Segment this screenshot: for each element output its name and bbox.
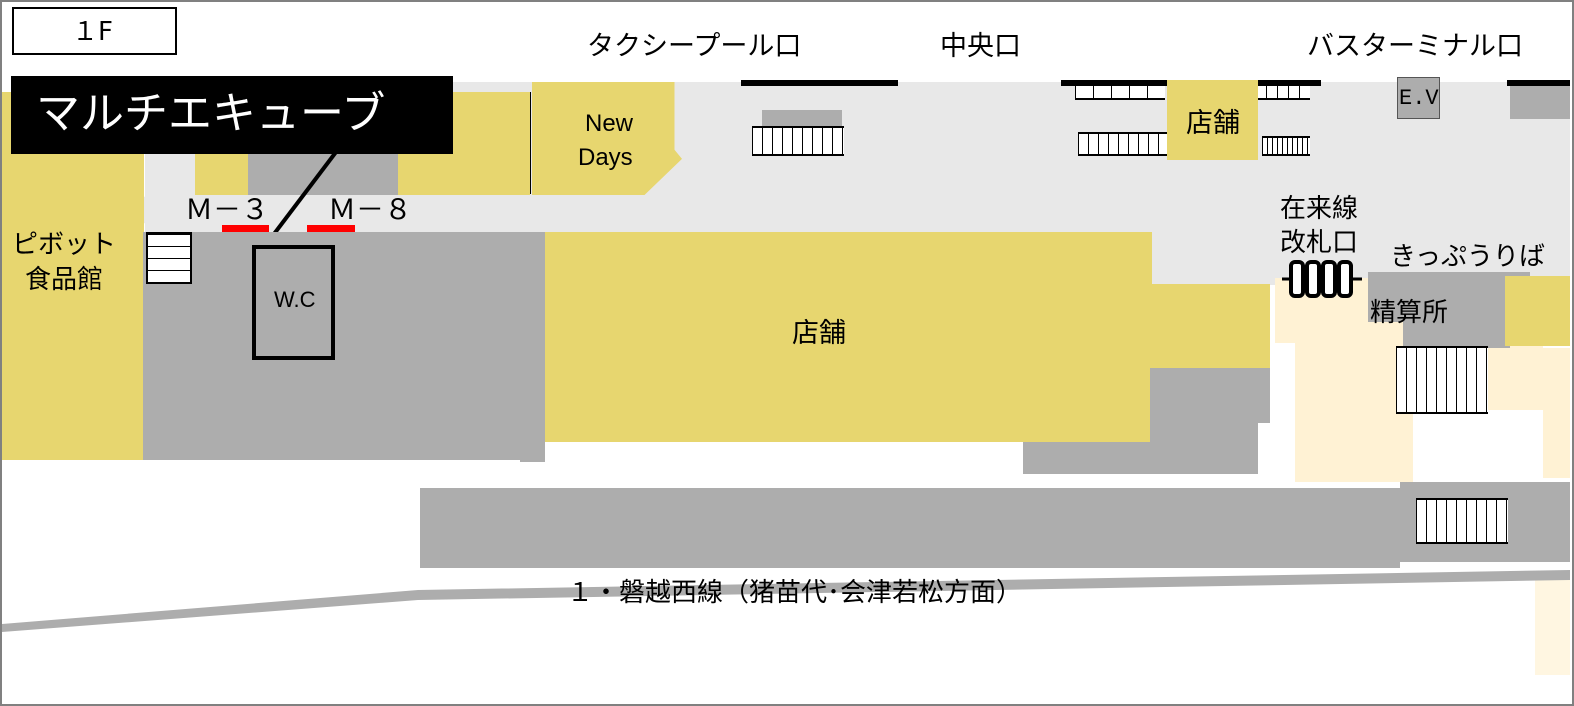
shop-large-label: 店舗 (792, 318, 846, 349)
stairs-central-c-icon[interactable] (1078, 132, 1168, 156)
fare-adjust-label: 精算所 (1370, 298, 1449, 328)
shop-large-ext (1150, 284, 1270, 368)
newdays-label-2: Days (578, 144, 633, 171)
elevator-label: E.V (1399, 86, 1439, 111)
facility-mid-c (1150, 420, 1258, 450)
facility-bus (1510, 86, 1570, 119)
fare-adjust-office-b (1403, 300, 1510, 348)
facility-strip (520, 232, 545, 462)
facility-mid-a (1150, 368, 1270, 423)
shop-central-label: 店舗 (1186, 108, 1240, 139)
concourse-right (1150, 190, 1570, 285)
ticket-gate-icon[interactable] (1282, 260, 1362, 298)
stairs-central-a-icon[interactable] (1075, 86, 1165, 100)
shop-central (1167, 80, 1258, 160)
stairs-top-cover (762, 110, 842, 128)
entrance-bus-door (1507, 80, 1570, 86)
pivot-label-1: ピボット (12, 230, 117, 260)
newdays-shop (532, 82, 682, 195)
entrance-taxi-pool: タクシープール口 (587, 31, 802, 62)
stairs-paid-icon[interactable] (1396, 346, 1488, 414)
newdays-label-1: New (585, 110, 634, 137)
platform-label: １・磐越西線（猪苗代･会津若松方面） (567, 578, 1023, 608)
locker-m3-label: Ｍ－３ (185, 193, 270, 226)
entrance-bus-terminal: バスターミナル口 (1307, 31, 1523, 62)
shop-right (1505, 276, 1570, 346)
pivot-label-2: 食品館 (25, 265, 104, 295)
paid-area-b (1295, 340, 1413, 482)
paid-area-e (1535, 580, 1570, 675)
gate-label-1: 在来線 (1280, 194, 1359, 224)
floor-label-box: １F (12, 7, 177, 55)
stairs-central-b-icon[interactable] (1255, 86, 1310, 100)
facility-left (143, 232, 545, 460)
wc-box[interactable]: W.C (252, 245, 335, 360)
callout-label: マルチエキューブ (36, 88, 386, 139)
divider-line (530, 92, 531, 194)
paid-area-d (1543, 348, 1570, 478)
shop-large (545, 232, 1152, 442)
floor-label: １F (72, 17, 113, 47)
gate-label-2: 改札口 (1280, 228, 1359, 258)
stairs-left-icon[interactable] (146, 232, 192, 284)
wc-label: W.C (274, 287, 316, 312)
stairs-central-d-icon[interactable] (1262, 136, 1310, 156)
track-line (2, 570, 1570, 632)
ticket-sales-label: きっぷうりば (1390, 242, 1545, 272)
elevator[interactable]: E.V (1397, 77, 1440, 119)
locker-m8-label: Ｍ－８ (328, 193, 413, 226)
stairs-taxi-icon[interactable] (752, 126, 844, 156)
stairs-platform-icon[interactable] (1416, 498, 1508, 544)
callout-box: マルチエキューブ (11, 76, 453, 154)
entrance-taxi-door (741, 80, 898, 86)
shop-top-a (195, 150, 250, 195)
entrance-central: 中央口 (940, 31, 1021, 62)
callout-pointer (272, 150, 338, 236)
platform-block (420, 488, 1400, 568)
